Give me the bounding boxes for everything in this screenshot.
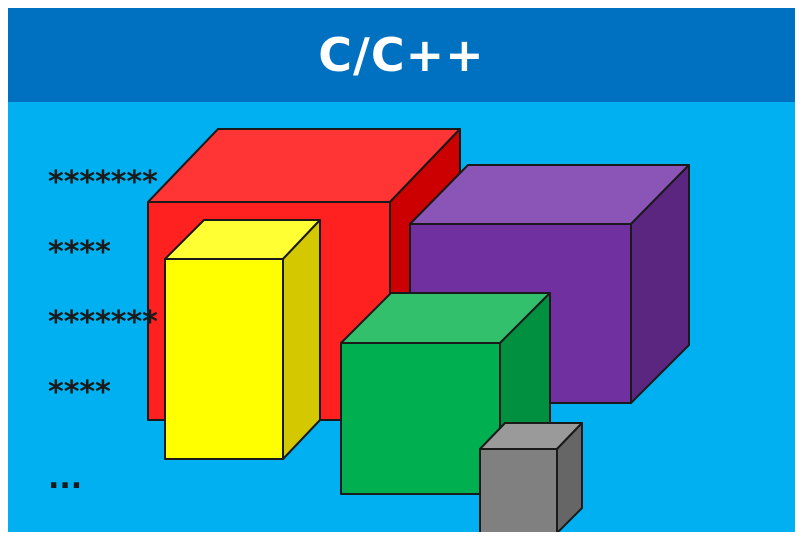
gray-cube-front: [479, 448, 558, 532]
content-area: ******* **** ******* **** ...: [8, 102, 795, 532]
green-cube-front: [340, 342, 501, 495]
yellow-cube-side: [282, 219, 321, 460]
list-item-5: ...: [48, 461, 83, 496]
list-item-2: ****: [48, 235, 111, 270]
slide: C/C++: [8, 8, 795, 532]
list-item-4: ****: [48, 375, 111, 410]
cube-scene: [147, 128, 690, 532]
yellow-cube: [164, 219, 321, 460]
title-bar: C/C++: [8, 8, 795, 102]
green-cube: [340, 292, 551, 495]
list-item-1: *******: [48, 165, 158, 200]
yellow-cube-front: [164, 258, 284, 460]
slide-title: C/C++: [318, 28, 485, 82]
list-item-3: *******: [48, 305, 158, 340]
gray-cube: [479, 422, 583, 532]
